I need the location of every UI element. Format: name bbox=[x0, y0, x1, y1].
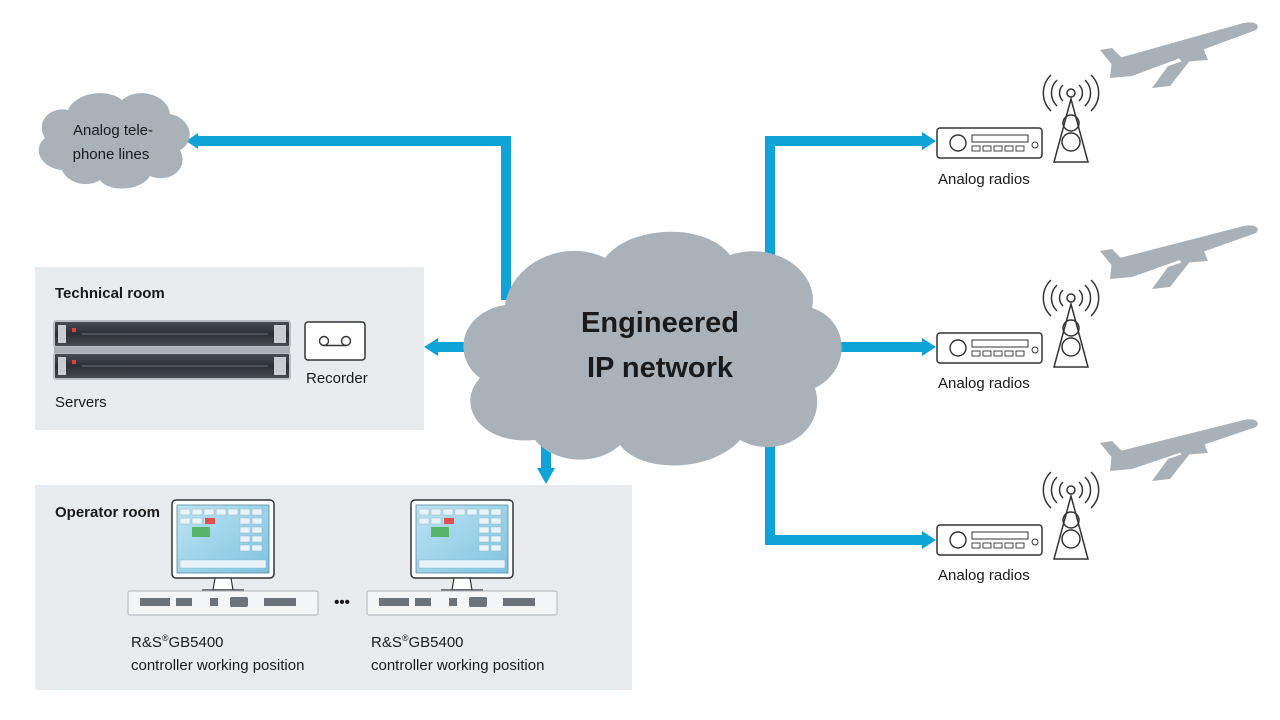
arrow-radio-2 bbox=[922, 338, 936, 356]
arrow-technical bbox=[424, 338, 438, 356]
recorder-box bbox=[304, 321, 366, 361]
arrow-radio-3 bbox=[922, 531, 936, 549]
network-label-line2: IP network bbox=[587, 352, 734, 384]
radio-label-1: Analog radios bbox=[938, 171, 1030, 188]
radio-station-2 bbox=[936, 225, 1258, 368]
radio-device bbox=[936, 524, 1043, 556]
aircraft-icon bbox=[1100, 419, 1258, 481]
radio-station-1 bbox=[936, 22, 1258, 163]
phone-lines-cloud: Analog tele- phone lines bbox=[38, 93, 190, 189]
phone-label-line2: phone lines bbox=[73, 146, 150, 163]
antenna-icon bbox=[1042, 279, 1100, 368]
radio-label-3: Analog radios bbox=[938, 567, 1030, 584]
recorder-device bbox=[304, 321, 366, 361]
arrow-radio-1 bbox=[922, 132, 936, 150]
monitor-stand bbox=[451, 577, 473, 591]
radio-label-2: Analog radios bbox=[938, 375, 1030, 392]
radio-station-3 bbox=[936, 419, 1258, 560]
antenna-icon bbox=[1042, 74, 1100, 163]
ip-network-cloud: Engineered IP network bbox=[463, 231, 842, 466]
antenna-icon bbox=[1042, 471, 1100, 560]
workstation-1 bbox=[127, 499, 319, 616]
aircraft-icon bbox=[1100, 225, 1258, 289]
network-label-line1: Engineered bbox=[581, 307, 739, 339]
technical-room-title: Technical room bbox=[55, 285, 165, 302]
controller-unit bbox=[127, 590, 319, 616]
cloud-shape bbox=[463, 231, 842, 466]
workstation-ellipsis: ••• bbox=[334, 594, 350, 611]
controller-unit bbox=[366, 590, 558, 616]
link-phone-lines bbox=[195, 136, 511, 300]
link-radio-1 bbox=[765, 136, 925, 290]
radio-device bbox=[936, 332, 1043, 364]
phone-label-line1: Analog tele- bbox=[73, 122, 153, 139]
aircraft-icon bbox=[1100, 22, 1258, 88]
workstation-2-model: R&S®GB5400 bbox=[371, 633, 464, 651]
operator-room-title: Operator room bbox=[55, 504, 160, 521]
radio-knob-icon bbox=[949, 531, 967, 549]
workstation-2 bbox=[366, 499, 558, 616]
monitor-stand bbox=[212, 577, 234, 591]
workstation-1-subtitle: controller working position bbox=[131, 657, 304, 674]
arrow-phone bbox=[186, 133, 198, 149]
servers-label: Servers bbox=[55, 394, 107, 411]
server-rack bbox=[53, 320, 291, 380]
operator-room-panel bbox=[35, 485, 632, 690]
arrow-operator bbox=[537, 468, 555, 484]
radio-device bbox=[936, 127, 1043, 159]
recorder-label: Recorder bbox=[306, 370, 368, 387]
cassette-icon bbox=[318, 335, 352, 347]
phone-cloud-shape bbox=[38, 93, 190, 189]
arrowheads bbox=[186, 132, 936, 549]
workstation-1-model: R&S®GB5400 bbox=[131, 633, 224, 651]
workstation-2-subtitle: controller working position bbox=[371, 657, 544, 674]
radio-knob-icon bbox=[949, 134, 967, 152]
radio-knob-icon bbox=[949, 339, 967, 357]
